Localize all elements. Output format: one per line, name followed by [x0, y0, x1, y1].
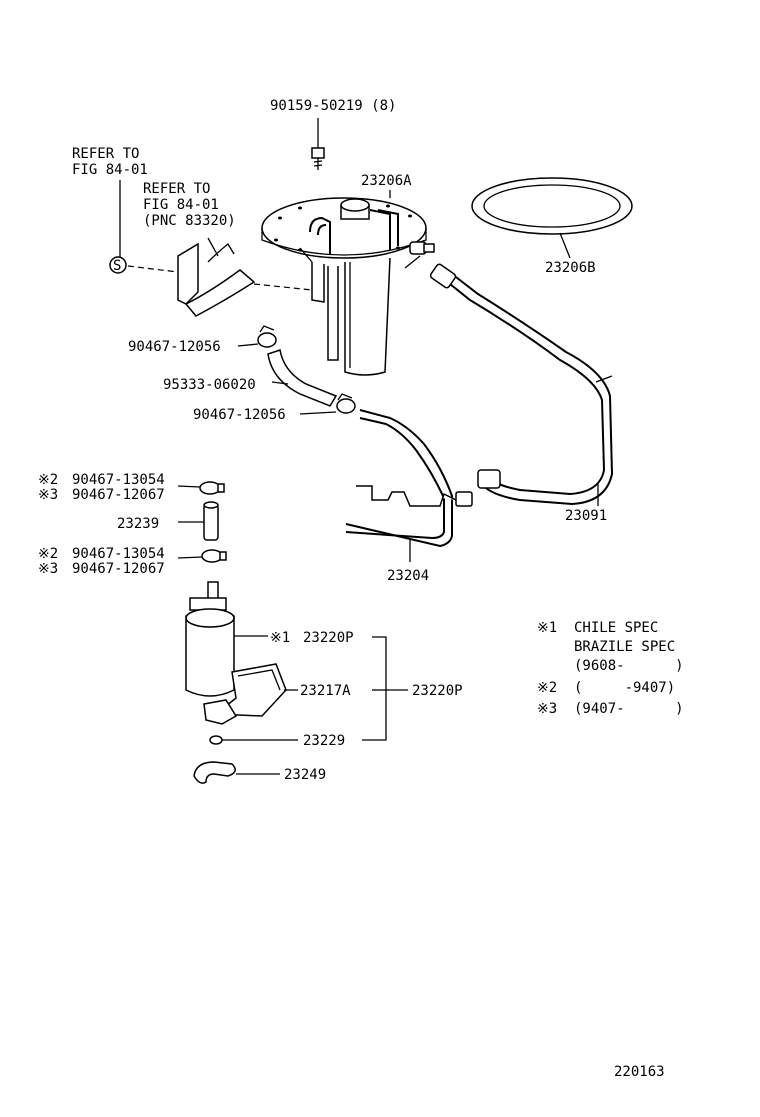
label-clamp-b-2: 90467-13054	[72, 546, 165, 562]
bracket-part	[109, 180, 313, 317]
label-gasket: 23206B	[545, 260, 596, 276]
label-pump-assy: 23220P	[412, 683, 463, 699]
gasket-part	[471, 177, 633, 259]
label-clamp-a-3: 90467-12067	[72, 487, 165, 503]
label-clamp-a-2: 90467-13054	[72, 472, 165, 488]
label-refer1-line1: REFER TO	[72, 146, 139, 162]
mark-2a: ※2	[38, 472, 58, 488]
label-clamp-b-3: 90467-12067	[72, 561, 165, 577]
lower-clamp-part	[299, 393, 356, 415]
legend-note2-mark: ※2	[537, 680, 557, 696]
label-sender-gauge: 23206A	[361, 173, 412, 189]
mark-3a: ※3	[38, 487, 58, 503]
legend-note2-text: ( -9407)	[574, 680, 675, 696]
feed-pipe-part	[345, 409, 473, 562]
s-symbol: S	[113, 258, 121, 274]
legend-note1-line3: (9608- )	[574, 658, 684, 674]
spec-legend: ※1 CHILE SPEC BRAZILE SPEC (9608- ) ※2 (…	[537, 620, 684, 717]
sender-gauge-part	[261, 190, 435, 376]
label-pump-assy-1: 23220P	[303, 630, 354, 646]
label-hose-small: 23239	[117, 516, 159, 532]
label-return-pipe: 23091	[565, 508, 607, 524]
return-pipe-part	[429, 263, 614, 506]
label-clamp-lower: 90467-12056	[193, 407, 286, 423]
clamp-a-part	[177, 481, 225, 495]
legend-note1-mark: ※1	[537, 620, 557, 636]
retainer-part	[193, 761, 280, 784]
mark-1-pump: ※1	[270, 630, 290, 646]
legend-note3-mark: ※3	[537, 701, 557, 717]
upper-clamp-part	[237, 325, 277, 348]
legend-note1-line2: BRAZILE SPEC	[574, 639, 675, 655]
label-feed-pipe: 23204	[387, 568, 429, 584]
hose-part	[267, 349, 338, 407]
label-refer1-line2: FIG 84-01	[72, 162, 148, 178]
label-clamp-upper: 90467-12056	[128, 339, 221, 355]
legend-note3-text: (9407- )	[574, 701, 684, 717]
mark-2b: ※2	[38, 546, 58, 562]
label-refer2-line2: FIG 84-01	[143, 197, 219, 213]
legend-note1-line1: CHILE SPEC	[574, 620, 658, 636]
small-hose-part	[178, 501, 219, 541]
label-bolt: 90159-50219 (8)	[270, 98, 396, 114]
label-cushion: 23229	[303, 733, 345, 749]
clamp-b-part	[177, 549, 227, 563]
mark-3b: ※3	[38, 561, 58, 577]
label-refer2-line3: (PNC 83320)	[143, 213, 236, 229]
label-refer2-line1: REFER TO	[143, 181, 210, 197]
label-retainer: 23249	[284, 767, 326, 783]
label-hose: 95333-06020	[163, 377, 256, 393]
label-filter: 23217A	[300, 683, 351, 699]
fuel-pump-part	[185, 581, 408, 745]
figure-number: 220163	[614, 1064, 665, 1080]
bolt-part	[311, 118, 325, 170]
